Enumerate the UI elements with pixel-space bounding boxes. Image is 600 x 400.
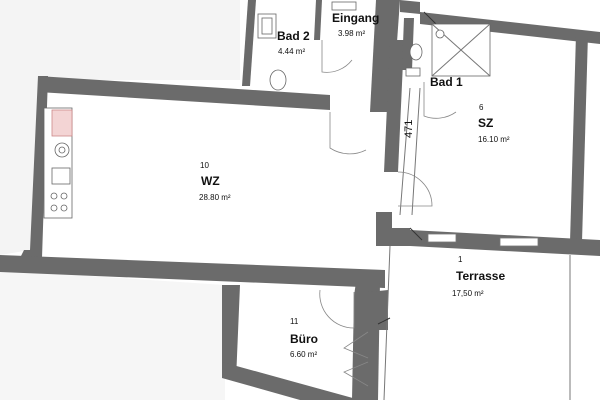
wall-wz-left [20,76,48,258]
wall-buero-bottom [222,362,360,400]
stove-burner-1-icon [50,192,58,200]
room-buero-number: 11 [290,317,299,326]
toilet-bad2-icon [269,69,287,91]
wall-sz-top [420,12,600,44]
wall-buero-right-pier [368,290,388,330]
wall-south-main [0,255,385,288]
window-terrace-2 [499,237,539,247]
dimension-label: 471 [403,120,415,138]
wall-buero-left [222,285,240,380]
door-buero-leaf-2 [343,361,369,387]
wall-wz-top [38,76,330,110]
door-arc-wz [329,112,367,155]
room-wz-number: 10 [200,161,209,170]
sink-basin-bad2-icon [261,17,273,35]
room-bad2-area: 4.44 m² [278,47,305,56]
room-wz-area: 28.80 m² [199,193,231,202]
room-bad1-name: Bad 1 [430,75,463,89]
room-sz-area: 16.10 m² [478,135,510,144]
room-bad2-name: Bad 2 [277,29,310,43]
door-arc-buero [319,289,355,329]
wall-bad2-left [242,0,256,86]
door-arc-sz [397,171,433,207]
stove-burner-4-icon [60,204,68,212]
toilet-bad1-icon [409,43,423,61]
door-arc-eingang [321,40,353,73]
stove-burner-2-icon [60,192,68,200]
wardrobe-eingang-icon [331,1,357,11]
room-buero-area: 6.60 m² [290,350,317,359]
room-labels: 10 WZ 28.80 m² Bad 2 4.44 m² Eingang 3.9… [199,11,510,359]
fixtures [43,1,491,219]
room-eingang-area: 3.98 m² [338,29,365,38]
kitchen-sink-icon [51,167,71,185]
background-outline [0,0,571,400]
stove-burner-3-icon [50,204,58,212]
wall-sz-bottom [376,212,410,246]
wall-sz-right [570,34,588,242]
room-eingang-name: Eingang [332,11,379,25]
window-terrace-1 [427,233,457,243]
kitchen-hob-ring-icon [58,146,66,154]
wall-bad2-right [314,0,322,40]
wall-center-column [384,40,404,172]
room-wz-name: WZ [201,174,220,188]
room-terrasse-number: 1 [458,255,463,264]
sink-bad1-icon [405,67,421,77]
room-buero-name: Büro [290,332,318,346]
room-terrasse-area: 17,50 m² [452,289,484,298]
wall-top-right [400,0,420,14]
doors-and-lines [319,11,457,400]
room-terrasse-name: Terrasse [456,269,505,283]
room-sz-number: 6 [479,103,484,112]
door-buero-leaf-1 [343,331,369,359]
door-arc-bad1 [423,82,457,119]
kitchen-fridge-icon [51,109,73,137]
shower-drain-icon [435,29,445,39]
wall-bad1-left [402,18,414,70]
room-sz-name: SZ [478,116,493,130]
